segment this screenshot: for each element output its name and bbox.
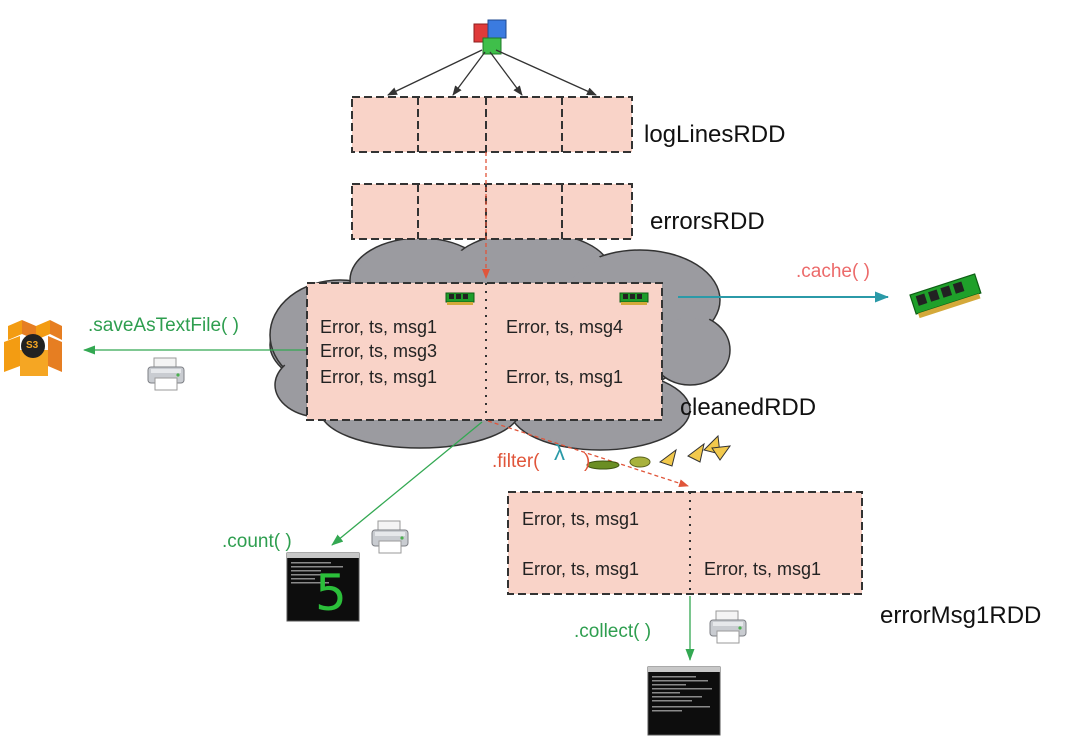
filter-close-paren: ) bbox=[584, 451, 591, 472]
collect-terminal-icon bbox=[647, 666, 721, 736]
ram-chip-icon bbox=[445, 292, 475, 306]
cleaned-record: Error, ts, msg1 bbox=[320, 317, 438, 337]
errors-rdd-label: errorsRDD bbox=[650, 208, 765, 235]
s3-bucket-icon bbox=[4, 320, 62, 376]
printer-icon bbox=[371, 520, 409, 554]
save-operation-label: .saveAsTextFile( ) bbox=[88, 315, 239, 336]
data-source-cubes-icon bbox=[473, 19, 507, 55]
errormsg1-record: Error, ts, msg1 bbox=[522, 559, 640, 579]
printer-icon bbox=[709, 610, 747, 644]
errors-rdd-partitions bbox=[351, 183, 633, 240]
cleaned-record: Error, ts, msg4 bbox=[506, 317, 624, 337]
butterfly-metamorphosis-icon bbox=[586, 434, 732, 470]
cleaned-record: Error, ts, msg1 bbox=[320, 367, 438, 387]
loglines-rdd-partitions bbox=[351, 96, 633, 153]
count-arrow bbox=[331, 421, 483, 546]
lambda-symbol: λ bbox=[554, 440, 565, 465]
cached-ram-icon bbox=[909, 273, 982, 319]
s3-badge-text: S3 bbox=[26, 340, 39, 351]
loglines-rdd-label: logLinesRDD bbox=[644, 121, 786, 148]
ram-chip-icon bbox=[619, 292, 649, 306]
filter-arrow bbox=[487, 420, 689, 488]
source-arrows bbox=[387, 49, 597, 96]
collect-operation-label: .collect( ) bbox=[574, 621, 652, 642]
errormsg1-record: Error, ts, msg1 bbox=[522, 509, 640, 529]
printer-icon bbox=[147, 357, 185, 391]
count-operation-label: .count( ) bbox=[222, 531, 292, 552]
count-result-value: 5 bbox=[315, 564, 347, 622]
cleaned-rdd-partitions bbox=[306, 282, 663, 421]
errormsg1-rdd-label: errorMsg1RDD bbox=[880, 602, 1042, 629]
cleaned-record: Error, ts, msg1 bbox=[506, 367, 624, 387]
count-terminal-icon bbox=[286, 552, 360, 622]
cleaned-rdd-label: cleanedRDD bbox=[680, 394, 817, 421]
cleaned-record: Error, ts, msg3 bbox=[320, 341, 438, 361]
filter-operation-label: .filter( bbox=[492, 451, 540, 472]
errormsg1-record: Error, ts, msg1 bbox=[704, 559, 822, 579]
errormsg1-rdd-partitions bbox=[507, 491, 863, 595]
cache-operation-label: .cache( ) bbox=[796, 261, 870, 282]
